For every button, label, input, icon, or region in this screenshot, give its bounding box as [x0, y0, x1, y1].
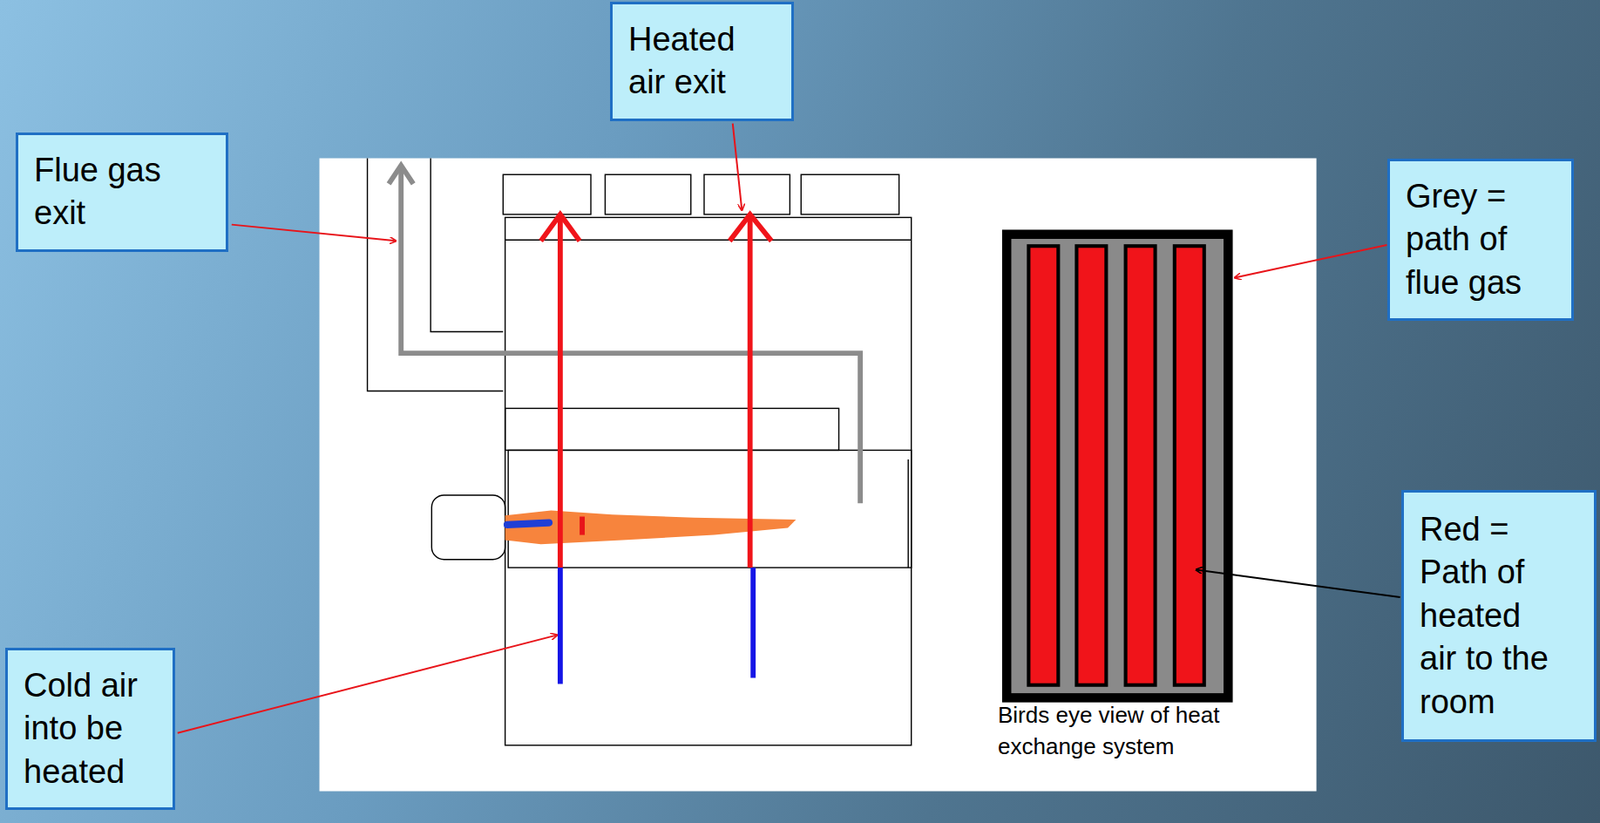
heat-exchanger-tube [1076, 245, 1106, 685]
white-panel [319, 158, 1317, 792]
callout-text: Grey = path of flue gas [1405, 175, 1556, 305]
heat-exchanger-tube [1125, 245, 1156, 685]
caption-label: Birds eye view of heat exchange system [997, 698, 1295, 763]
callout-box: Flue gas exit [15, 132, 229, 252]
flue-gas-path [388, 165, 861, 504]
burner-flame-core [507, 522, 550, 525]
air-path [541, 214, 773, 685]
heat-exchanger-top-view [1002, 229, 1234, 702]
heat-exchanger-tube [1174, 245, 1205, 685]
callout-text: Red = Path of heated air to the room [1419, 508, 1560, 724]
igniter [579, 516, 585, 536]
callout-text: Heated air exit [628, 18, 769, 105]
callout-box: Heated air exit [610, 1, 794, 122]
furnace-outline [367, 158, 912, 746]
callout-text: Flue gas exit [33, 149, 211, 236]
leader-lines [177, 123, 1401, 733]
callout-box: Grey = path of flue gas [1387, 158, 1574, 321]
callout-box: Red = Path of heated air to the room [1401, 489, 1597, 742]
callout-text: Cold air into be heated [23, 664, 157, 794]
callout-box: Cold air into be heated [5, 647, 176, 810]
heat-exchanger-tube [1028, 245, 1058, 685]
